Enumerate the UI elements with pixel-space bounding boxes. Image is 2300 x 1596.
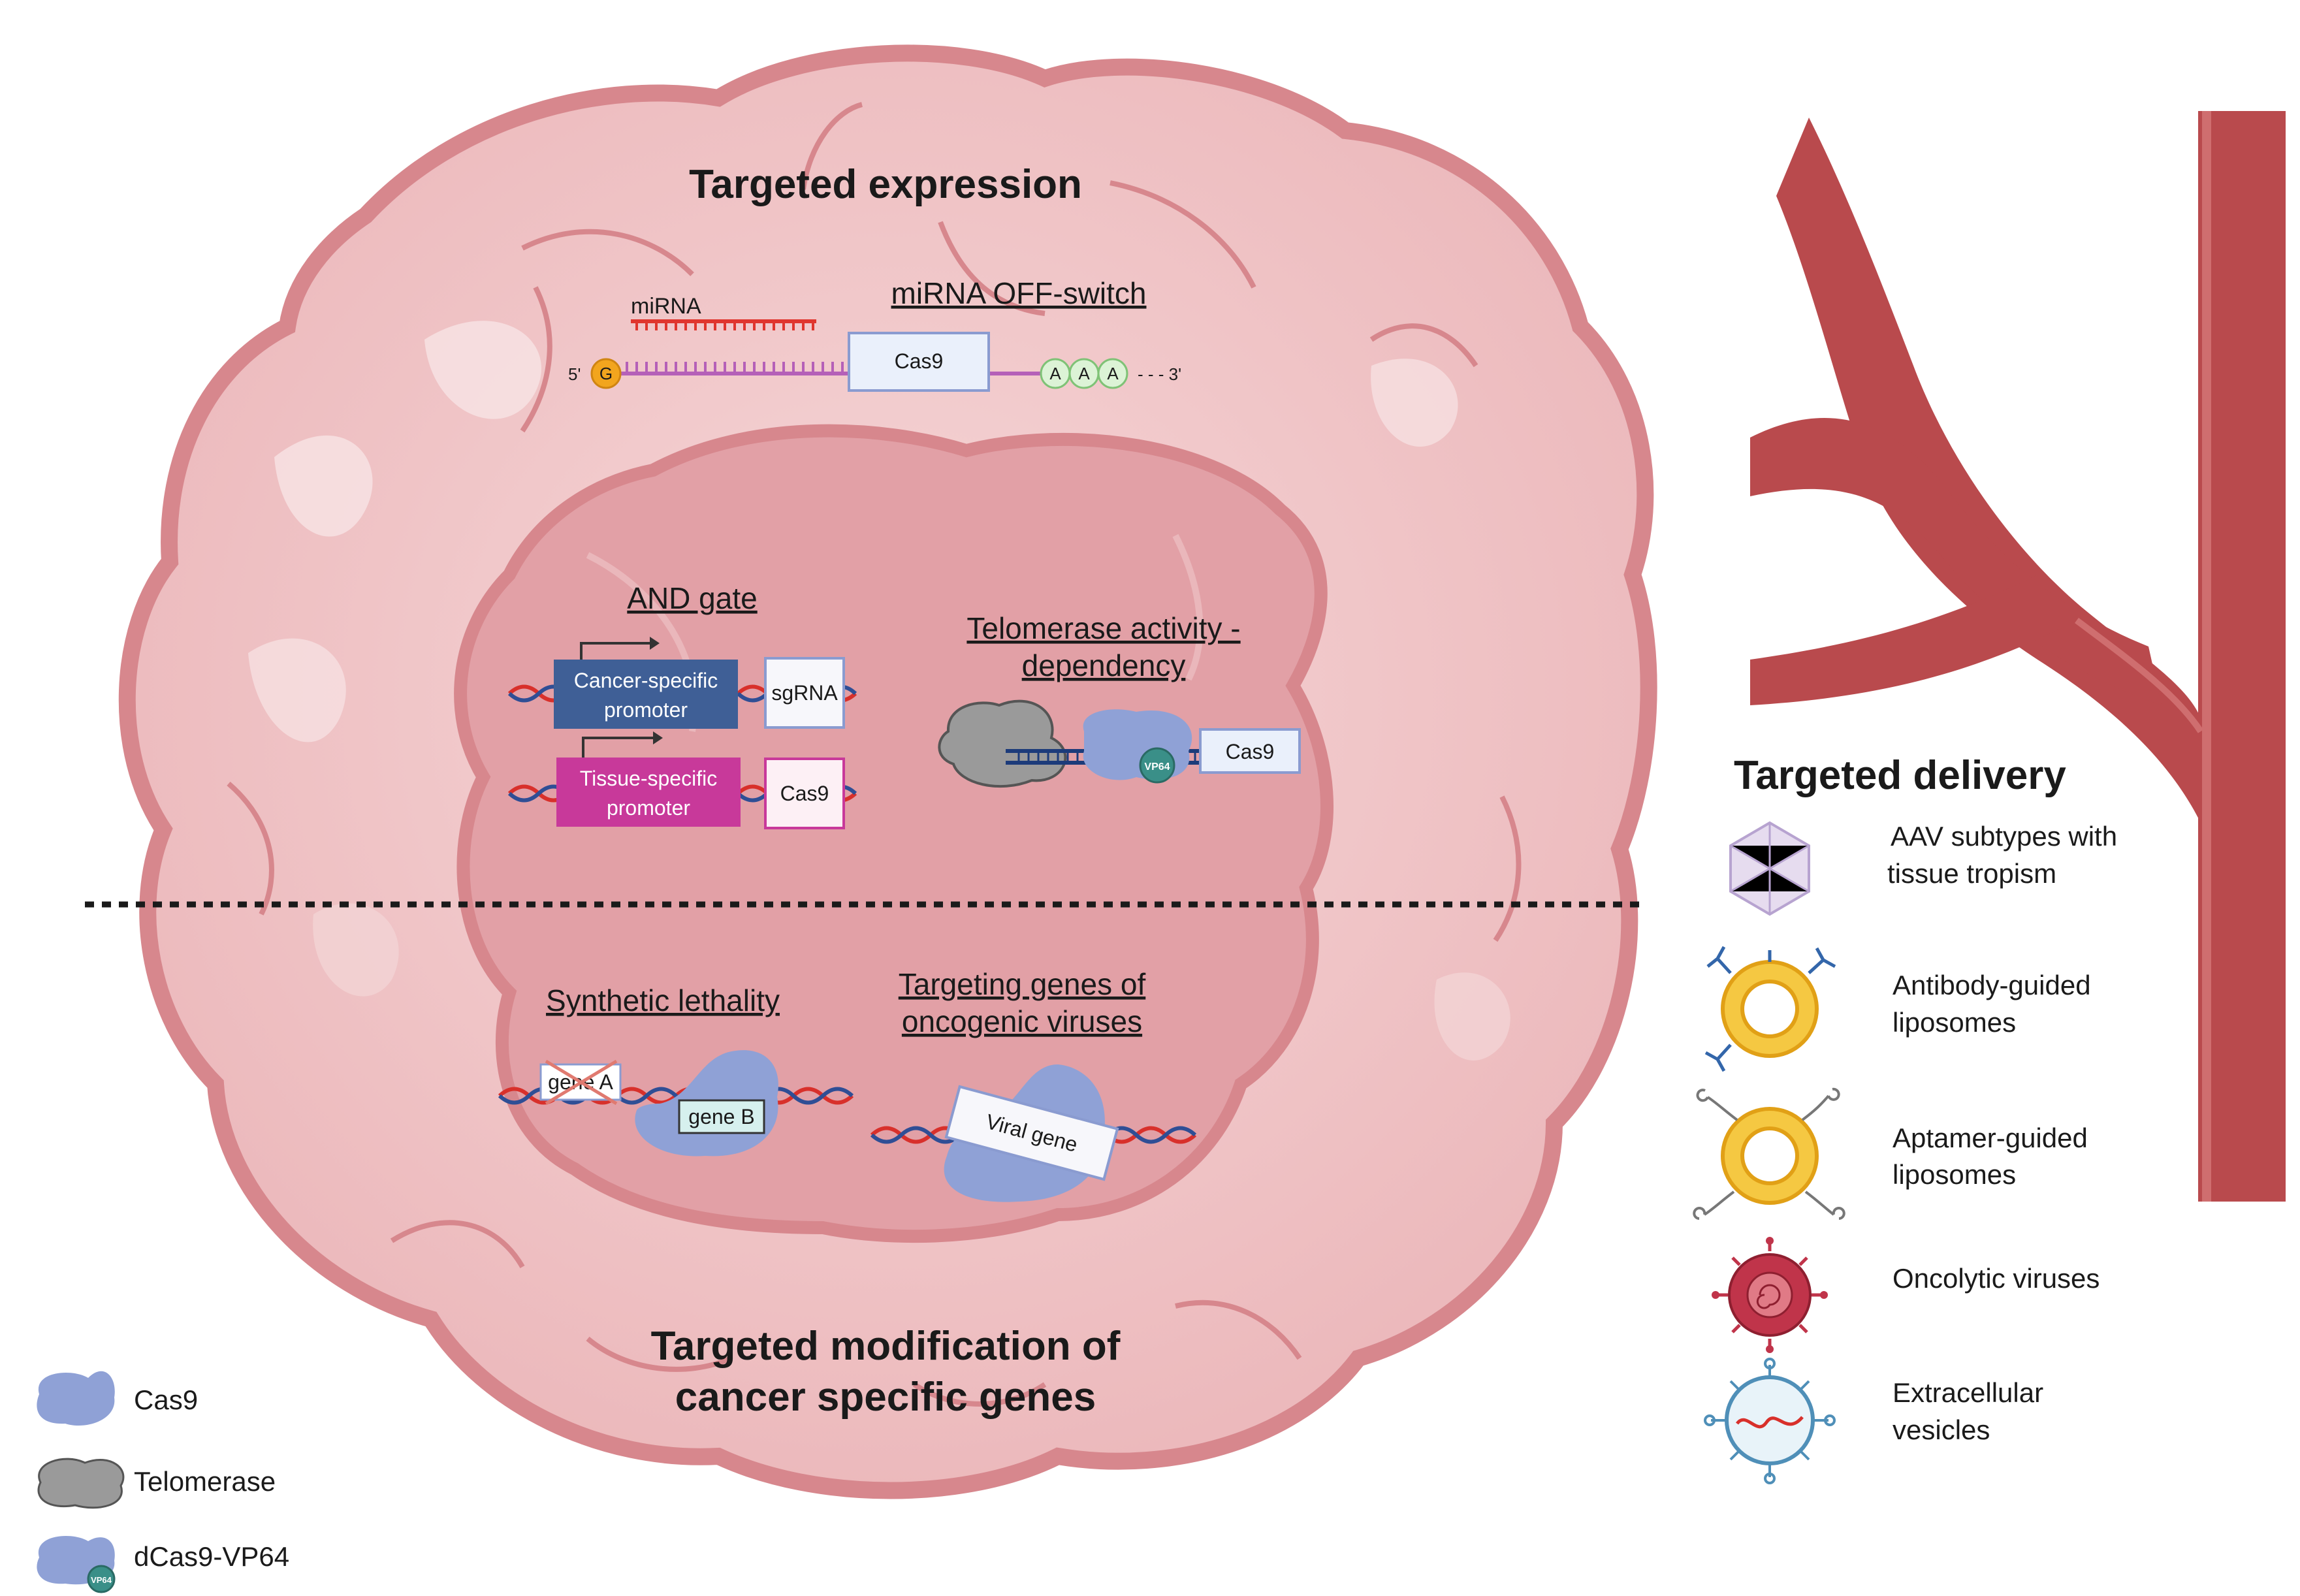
- telomerase-cas9-box: [1199, 728, 1301, 774]
- mirna-switch-heading: miRNA OFF-switch: [891, 276, 1147, 310]
- cas9-blob-icon: [37, 1371, 115, 1426]
- mirna-label: miRNA: [631, 294, 701, 319]
- dcas9-icon: [1083, 709, 1192, 780]
- transcription-arrow-1-icon: [580, 642, 650, 660]
- arrowhead-1-icon: [650, 637, 660, 650]
- telomerase-cas9-label: Cas9: [1226, 740, 1275, 763]
- cancer-promoter-box: [554, 660, 738, 729]
- gene-b-box: [678, 1099, 765, 1134]
- and-gate-heading: AND gate: [627, 581, 757, 615]
- targeted-modification-title-line1: Targeted modification of: [651, 1324, 1121, 1369]
- sgrna-box: [764, 657, 845, 729]
- targeted-delivery-title: Targeted delivery: [1734, 753, 2066, 798]
- telomerase-heading-line1: Telomerase activity -: [966, 611, 1240, 645]
- five-prime-label: 5': [568, 364, 581, 384]
- delivery-antibody-line2: liposomes: [1893, 1007, 2016, 1038]
- polya-a1: A: [1049, 364, 1061, 383]
- cancer-promoter-line1: Cancer-specific: [574, 669, 718, 692]
- oncolytic-virus-icon: [1712, 1237, 1828, 1353]
- polya-a2: A: [1078, 364, 1090, 383]
- mirna-off-switch: miRNA OFF-switch miRNA 5' G Cas9 A A A -…: [568, 276, 1181, 392]
- and-gate: AND gate Cancer-specific promoter sgRNA …: [509, 581, 855, 829]
- mirna-strand: [631, 319, 816, 330]
- nucleus: [454, 424, 1334, 1243]
- sgrna-label: sgRNA: [771, 681, 838, 705]
- tissue-promoter-line1: Tissue-specific: [580, 767, 717, 790]
- gene-b-label: gene B: [688, 1105, 754, 1128]
- blood-vessel-icon: [1750, 111, 2286, 1202]
- arrowhead-2-icon: [653, 731, 663, 744]
- viral-heading-line1: Targeting genes of: [899, 967, 1146, 1001]
- three-prime-label: - - - 3': [1138, 364, 1181, 384]
- synthetic-lethality-heading: Synthetic lethality: [546, 983, 780, 1017]
- mirna-cas9-label: Cas9: [895, 349, 944, 373]
- transcription-arrow-2-icon: [582, 737, 653, 758]
- aptamer-liposome-icon: [1693, 1087, 1845, 1220]
- polya-a3-icon: [1097, 358, 1128, 389]
- delivery-aav-line1: AAV subtypes with: [1891, 821, 2117, 852]
- legend: Cas9 Telomerase VP64 dCas9-VP64: [37, 1371, 289, 1593]
- delivery-aav-line2: tissue tropism: [1887, 858, 2056, 889]
- viral-gene-box: [944, 1085, 1119, 1181]
- viral-heading-line2: oncogenic viruses: [902, 1004, 1142, 1038]
- cap-icon: [590, 358, 622, 389]
- polya-a3: A: [1107, 364, 1119, 383]
- legend-item-cas9: Cas9: [134, 1384, 198, 1415]
- tissue-promoter-box: [556, 758, 741, 827]
- aav-capsid-icon: [1729, 821, 1810, 916]
- telomerase-blob-icon: [37, 1458, 125, 1509]
- telomerase-icon: [938, 699, 1067, 788]
- and-cas9-box: [764, 758, 845, 829]
- viral-gene-targeting: Targeting genes of oncogenic viruses Vir…: [872, 967, 1195, 1202]
- extracellular-vesicle-icon: [1704, 1358, 1836, 1484]
- delivery-antibody-line1: Antibody-guided: [1893, 970, 2091, 1000]
- legend-vp64-tag: VP64: [91, 1575, 112, 1585]
- and-cas9-label: Cas9: [780, 782, 829, 805]
- vp64-tag: VP64: [1144, 761, 1170, 773]
- targeted-expression-title: Targeted expression: [689, 162, 1082, 207]
- delivery-ev-line1: Extracellular: [1893, 1377, 2043, 1408]
- legend-vp64-icon: [87, 1565, 116, 1593]
- delivery-oncolytic-line1: Oncolytic viruses: [1893, 1263, 2100, 1294]
- telomerase-dependency: Telomerase activity - dependency VP64 Ca…: [938, 611, 1301, 788]
- antibody-liposome-icon: [1704, 946, 1836, 1072]
- vp64-icon: [1139, 747, 1175, 784]
- telomerase-heading-line2: dependency: [1022, 648, 1186, 682]
- tissue-promoter-line2: promoter: [607, 796, 690, 820]
- delivery-aptamer-line2: liposomes: [1893, 1159, 2016, 1190]
- legend-item-telomerase: Telomerase: [134, 1466, 276, 1497]
- targeted-modification-title-line2: cancer specific genes: [675, 1375, 1096, 1420]
- mirna-cas9-box: [848, 332, 990, 392]
- legend-item-dcas9-vp64: dCas9-VP64: [134, 1541, 289, 1572]
- delivery-ev-line2: vesicles: [1893, 1414, 1990, 1445]
- synthetic-lethality: Synthetic lethality gene A gene B: [500, 983, 852, 1157]
- targeted-delivery: Targeted delivery AAV subtypes with tiss…: [1693, 753, 2117, 1484]
- cancer-promoter-line2: promoter: [604, 698, 688, 722]
- delivery-aptamer-line1: Aptamer-guided: [1893, 1123, 2088, 1153]
- cap-label: G: [599, 364, 613, 383]
